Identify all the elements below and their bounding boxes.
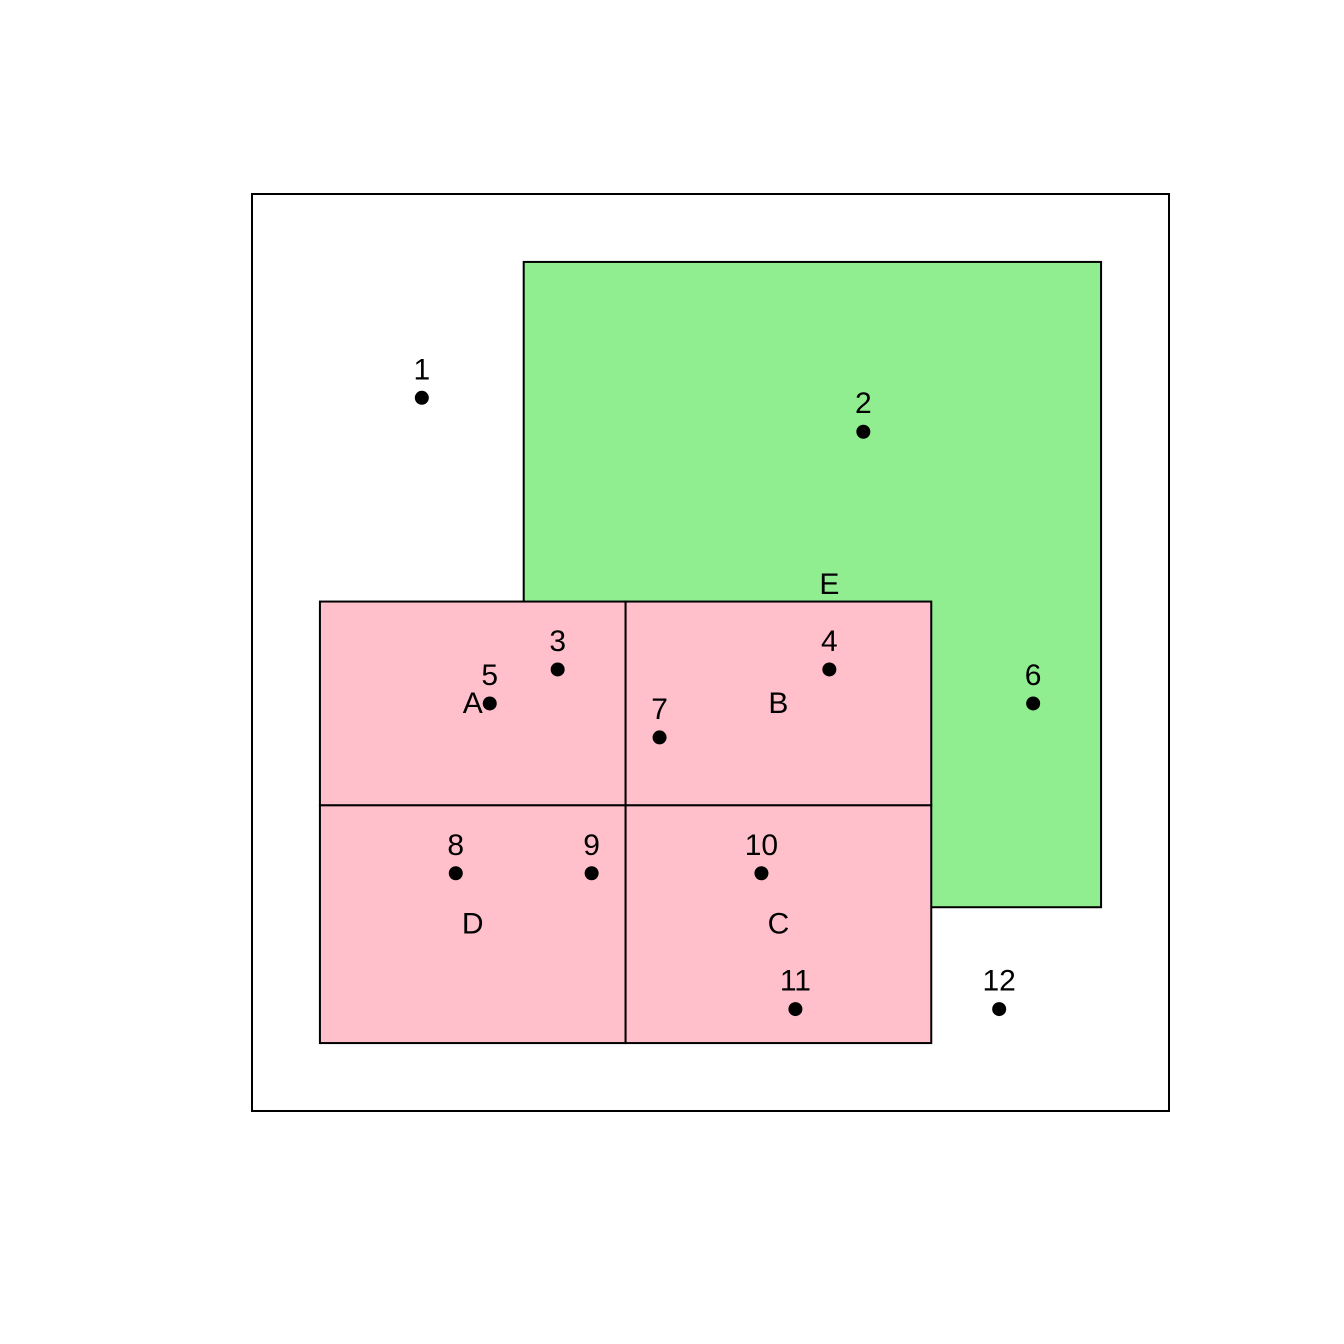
region-label-c: C [768, 908, 790, 941]
point-label-6: 6 [1025, 659, 1042, 692]
point-label-9: 9 [583, 829, 600, 862]
region-d [318, 804, 627, 1045]
regions-layer [318, 260, 1103, 1045]
point-7 [652, 730, 667, 745]
point-4 [822, 662, 837, 677]
point-label-5: 5 [481, 659, 498, 692]
point-label-1: 1 [413, 353, 430, 386]
region-label-b: B [768, 687, 788, 720]
region-labels-layer: E A B D C [462, 568, 839, 941]
point-6 [1026, 696, 1041, 711]
point-3 [550, 662, 565, 677]
point-2 [856, 424, 871, 439]
point-1 [414, 390, 429, 405]
points-layer [414, 390, 1041, 1017]
point-label-2: 2 [855, 387, 872, 420]
point-5 [482, 696, 497, 711]
point-11 [788, 1002, 803, 1017]
plot-frame [251, 193, 1170, 1112]
region-label-a: A [463, 687, 483, 720]
point-12 [992, 1002, 1007, 1017]
region-b [624, 600, 933, 807]
point-label-12: 12 [982, 965, 1015, 998]
point-label-11: 11 [780, 965, 811, 998]
point-label-10: 10 [745, 829, 778, 862]
region-a [318, 600, 627, 807]
region-c [624, 804, 933, 1045]
region-label-e: E [819, 568, 839, 601]
point-10 [754, 866, 769, 881]
region-label-d: D [462, 908, 484, 941]
point-label-7: 7 [651, 693, 668, 726]
point-label-8: 8 [447, 829, 464, 862]
point-label-3: 3 [549, 625, 566, 658]
point-label-4: 4 [821, 625, 838, 658]
point-9 [584, 866, 599, 881]
point-8 [448, 866, 463, 881]
